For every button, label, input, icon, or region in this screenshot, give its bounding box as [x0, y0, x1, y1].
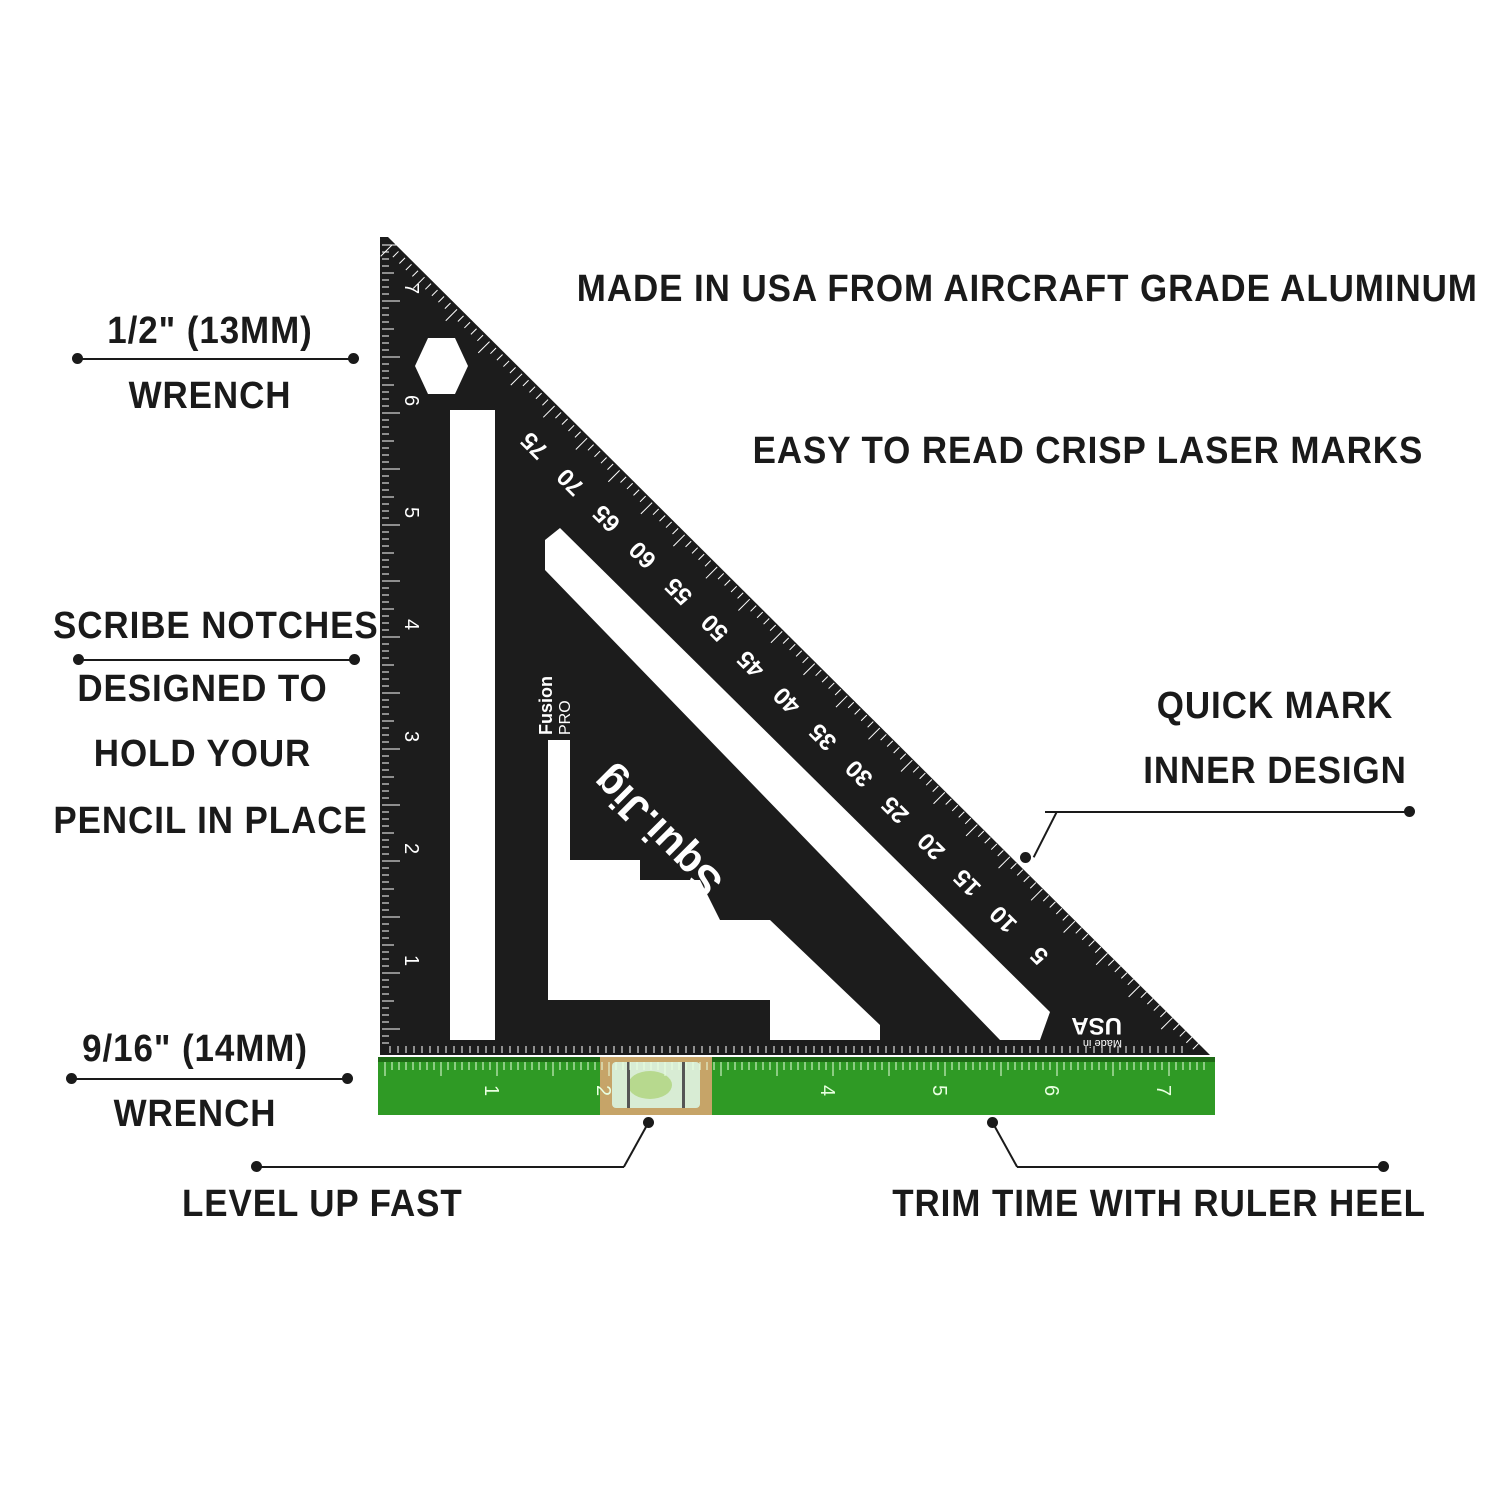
leader-dot: [643, 1117, 654, 1128]
callout-wrench-916-1: 9/16" (14MM): [82, 1028, 308, 1070]
callout-quick-mark-1: QUICK MARK: [1156, 685, 1394, 727]
heel-ruler-ticks: [384, 1062, 1205, 1076]
inner-triangle-cutout: [548, 740, 880, 1040]
left-ruler-label: 3: [400, 731, 422, 742]
origin-label: Made in: [1083, 1037, 1122, 1049]
left-ruler-label: 2: [400, 843, 422, 854]
leader-dot: [73, 654, 84, 665]
leader-dot: [72, 353, 83, 364]
leader-line: [258, 1166, 624, 1168]
leader-line: [78, 358, 354, 360]
leader-dot: [66, 1073, 77, 1084]
callout-scribe-4: PENCIL IN PLACE: [53, 800, 368, 842]
bubble-level: [600, 1057, 712, 1115]
callout-laser-marks: EASY TO READ CRISP LASER MARKS: [752, 430, 1424, 472]
quick-mark-slot: [545, 528, 1050, 1040]
leader-dot: [1020, 852, 1031, 863]
leader-dot: [1378, 1161, 1389, 1172]
leader-line: [1017, 1166, 1384, 1168]
callout-wrench-half-1: 1/2" (13MM): [107, 310, 313, 352]
leader-dot: [251, 1161, 262, 1172]
left-ruler-label: 7: [400, 283, 422, 294]
leader-dot: [349, 654, 360, 665]
square-body: [380, 237, 1210, 1055]
left-ruler-label: 4: [400, 619, 422, 630]
heel-ruler-label: 4: [816, 1085, 838, 1096]
callout-scribe-3: HOLD YOUR: [93, 733, 312, 775]
leader-dot: [987, 1117, 998, 1128]
callout-quick-mark-2: INNER DESIGN: [1143, 750, 1407, 792]
callout-wrench-916-2: WRENCH: [113, 1093, 277, 1135]
heel-ruler-label: 7: [1152, 1085, 1174, 1096]
leader-line: [1045, 811, 1410, 813]
callout-ruler-heel: TRIM TIME WITH RULER HEEL: [892, 1183, 1426, 1225]
model-suffix: PRO: [557, 700, 574, 735]
callout-scribe-2: DESIGNED TO: [77, 668, 328, 710]
leader-line: [80, 659, 356, 661]
heel-ruler-label: 5: [928, 1085, 950, 1096]
heel-ruler-label: 1: [480, 1085, 502, 1096]
origin-usa: USA: [1071, 1012, 1122, 1039]
callout-scribe-1: SCRIBE NOTCHES: [53, 605, 379, 647]
leader-dot: [342, 1073, 353, 1084]
left-ruler-label: 5: [400, 507, 422, 518]
callout-level: LEVEL UP FAST: [182, 1183, 463, 1225]
ruler-ticks: [380, 244, 1199, 1053]
scribe-notch-slot: [450, 410, 495, 1040]
left-ruler-label: 1: [400, 955, 422, 966]
callout-aluminum: MADE IN USA FROM AIRCRAFT GRADE ALUMINUM: [576, 268, 1478, 310]
leader-dot: [1404, 806, 1415, 817]
leader-dot: [348, 353, 359, 364]
hex-wrench-hole: [415, 338, 468, 394]
heel-ruler-label: 2: [592, 1085, 614, 1096]
heel-top-edge: [378, 1057, 1215, 1062]
leader-line: [72, 1078, 348, 1080]
left-ruler-label: 6: [400, 395, 422, 406]
heel-ruler-label: 6: [1040, 1085, 1062, 1096]
model-name: Fusion: [536, 676, 556, 735]
callout-wrench-half-2: WRENCH: [128, 375, 292, 417]
